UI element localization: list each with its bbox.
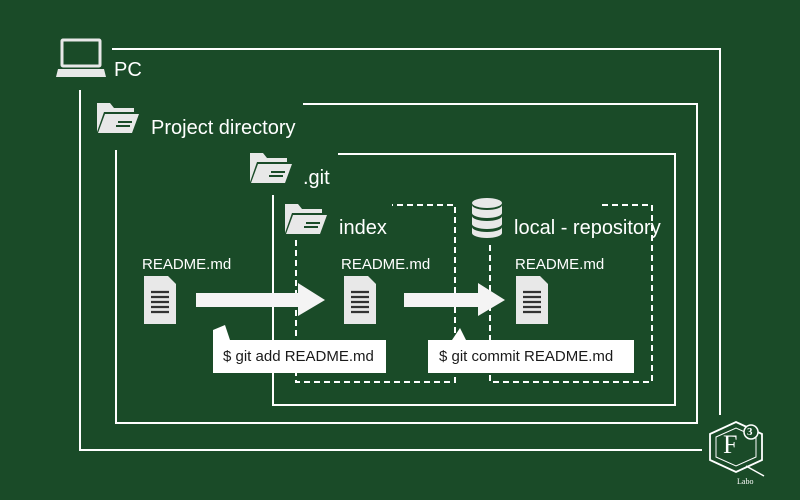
logo-superscript: 3: [747, 426, 753, 438]
project-folder-icon: [97, 103, 139, 133]
git-boundary: [272, 153, 676, 406]
local-repo-boundary: [489, 204, 653, 383]
file-label-repository: README.md: [515, 256, 605, 273]
laptop-icon: [56, 38, 106, 77]
commit-arrow: [404, 283, 505, 316]
git-commit-command: $ git commit README.md: [439, 348, 614, 365]
file-label-working: README.md: [142, 256, 232, 273]
index-label: index: [339, 217, 387, 239]
pc-boundary: [79, 90, 702, 451]
git-add-command: $ git add README.md: [223, 348, 374, 365]
f3-labo-logo-icon: [709, 421, 765, 477]
database-icon: [472, 198, 502, 238]
document-icon-working: [144, 276, 176, 324]
git-label: .git: [303, 167, 330, 189]
project-boundary: [115, 103, 698, 424]
commit-callout-box: [428, 328, 634, 373]
add-arrow: [196, 283, 325, 316]
local-repository-label: local - repository: [514, 217, 661, 239]
git-folder-icon: [250, 153, 292, 183]
pc-label: PC: [114, 59, 142, 81]
file-label-index: README.md: [341, 256, 431, 273]
pc-boundary-top: [112, 48, 721, 415]
add-callout-box: [213, 325, 386, 373]
index-folder-icon: [285, 204, 327, 234]
logo-sub: Labo: [737, 477, 754, 486]
index-boundary: [295, 204, 456, 383]
document-icon-repository: [516, 276, 548, 324]
project-directory-label: Project directory: [151, 117, 296, 139]
logo-letter: F: [723, 430, 738, 459]
document-icon-index: [344, 276, 376, 324]
